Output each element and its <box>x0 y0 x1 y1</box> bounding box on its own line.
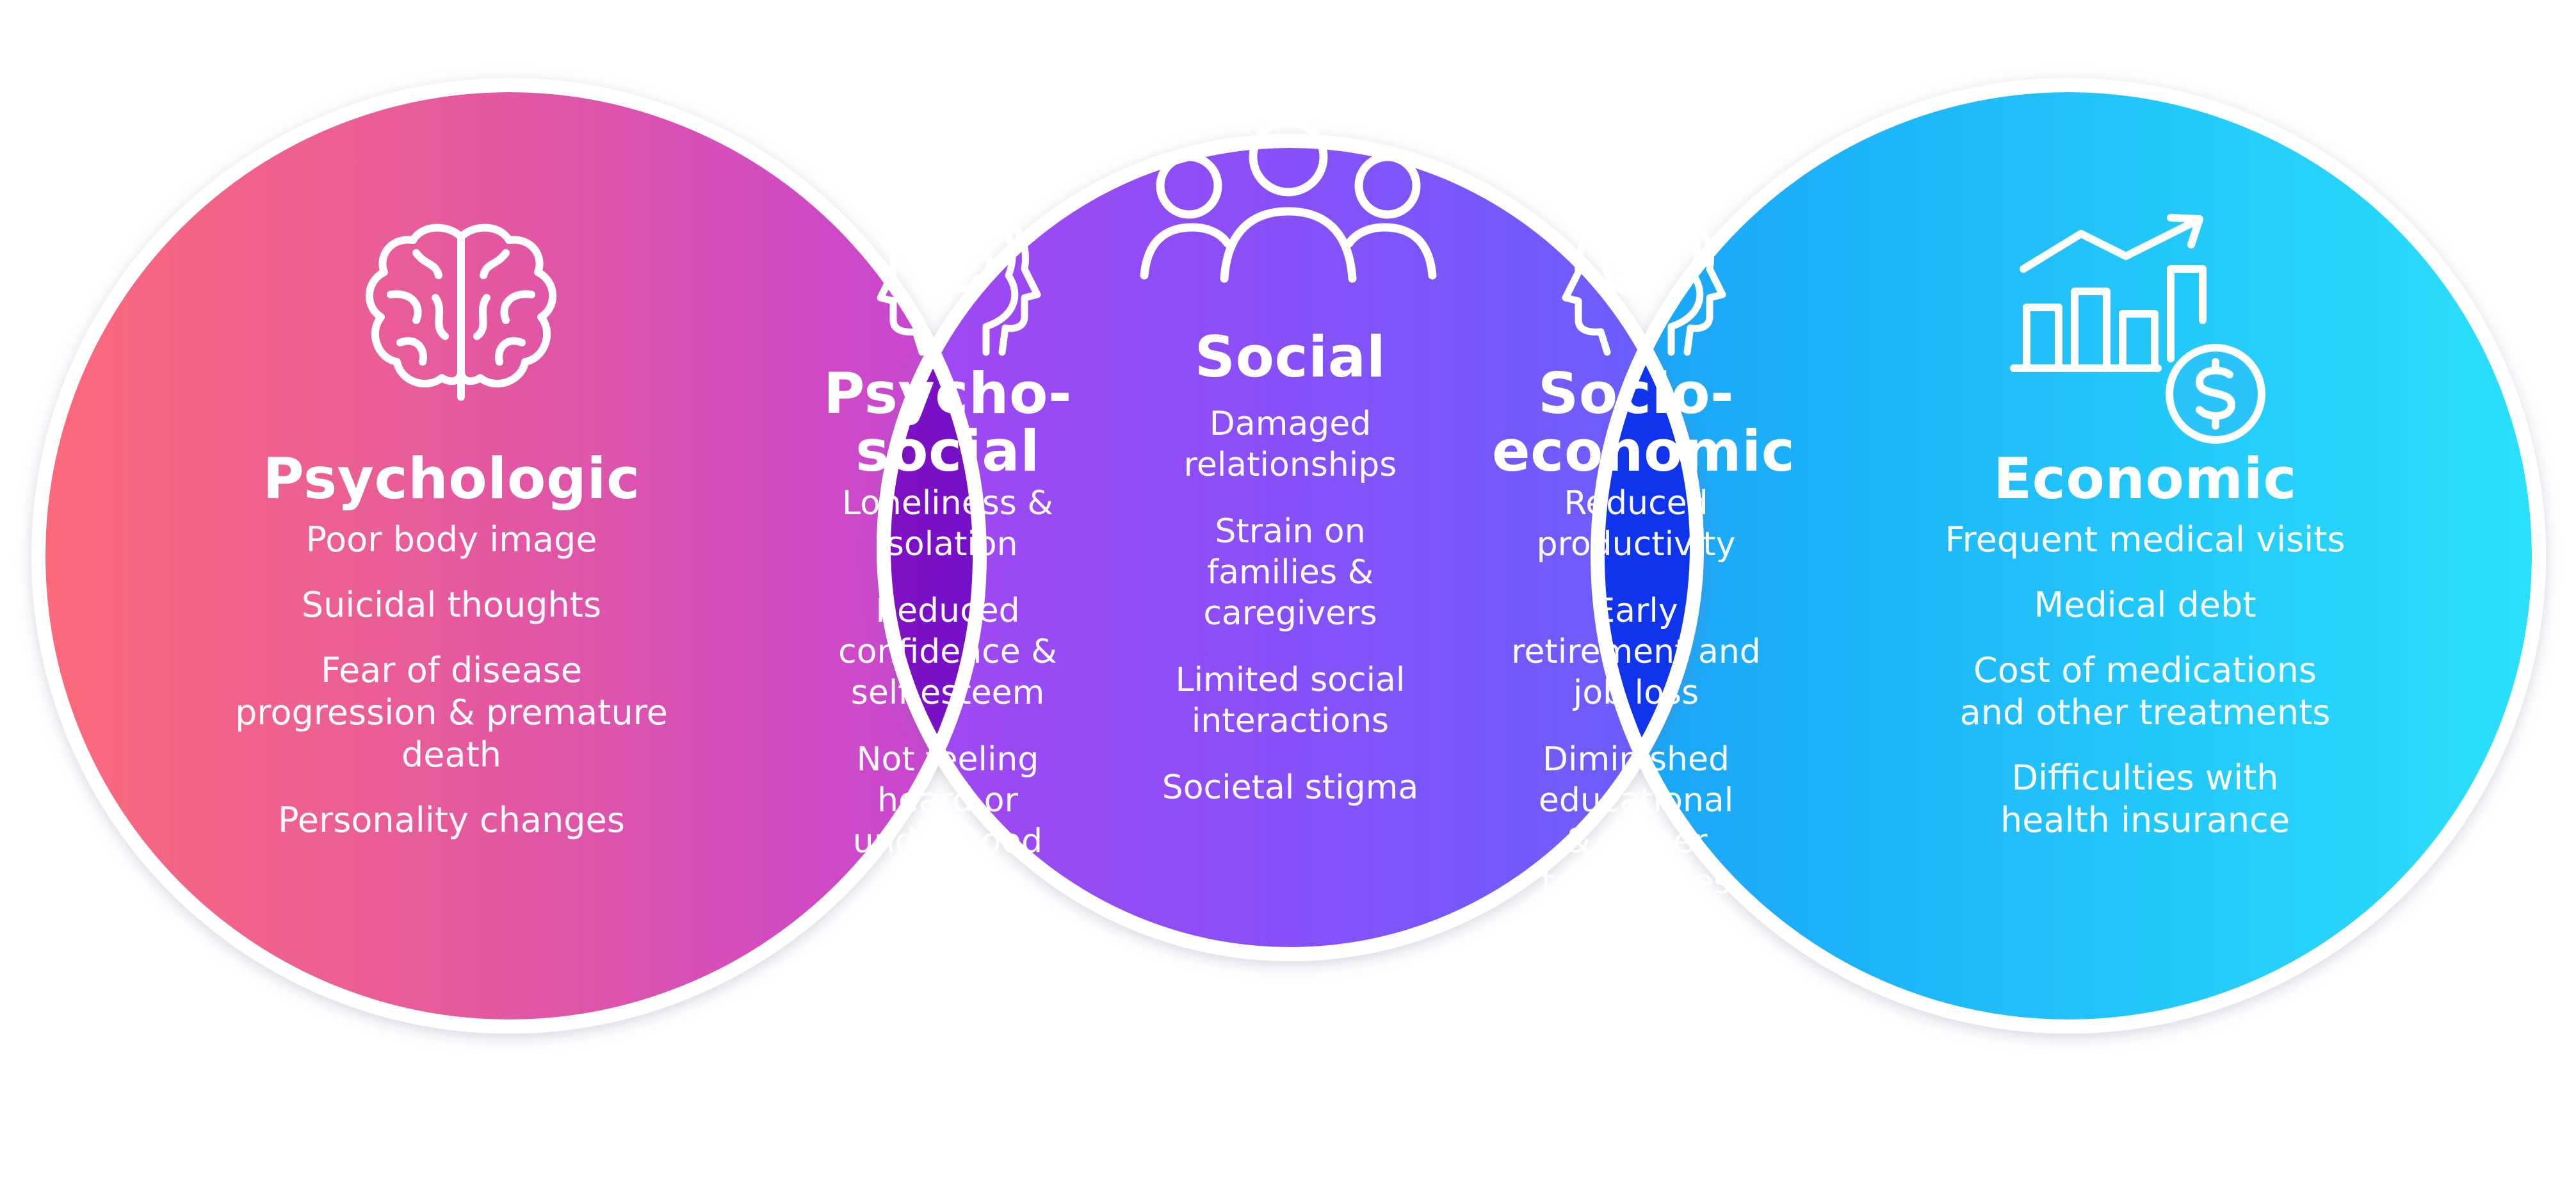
list-item: Frequent medical visits <box>1945 519 2345 560</box>
list-item: Loneliness & isolation <box>842 484 1053 564</box>
socioeconomic-title: Socio- economic <box>1492 365 1795 480</box>
socioeconomic-section: Socio- economic Reduced productivity Ear… <box>1492 365 1795 929</box>
list-item: Damaged relationships <box>1183 405 1397 484</box>
psychosocial-title-line1: Psycho- <box>823 361 1072 426</box>
economic-items: Frequent medical visits Medical debt Cos… <box>1905 519 2385 841</box>
venn-outlines <box>31 78 2546 1034</box>
social-section: Social Damaged relationships Strain on f… <box>1140 327 1441 834</box>
list-item: Reduced productivity <box>1536 484 1736 564</box>
list-item: Reduced confidence & self esteem <box>838 592 1057 712</box>
head-dollar-icon <box>1562 204 1726 356</box>
economic-title: Economic <box>1993 446 2297 512</box>
psychosocial-section: Psycho- social Loneliness & isolation Re… <box>813 365 1082 888</box>
list-item: Early retirement and job loss <box>1511 592 1761 712</box>
growth-chart-dollar-icon <box>2010 214 2265 444</box>
socioeconomic-title-line1: Socio- <box>1537 361 1735 426</box>
socioeconomic-items: Reduced productivity Early retirement an… <box>1492 483 1780 903</box>
psychologic-section: Psychologic Poor body image Suicidal tho… <box>221 448 682 864</box>
list-item: Suicidal thoughts <box>301 585 602 625</box>
psychologic-title: Psychologic <box>263 446 640 512</box>
list-item: Difficulties with health insurance <box>2000 758 2290 840</box>
economic-section: Economic Frequent medical visits Medical… <box>1905 448 2385 864</box>
list-item: Fear of disease progression & premature … <box>235 650 668 775</box>
social-items: Damaged relationships Strain on families… <box>1140 403 1441 808</box>
list-item: Diminished educational & career trajecto… <box>1538 740 1734 902</box>
list-item: Strain on families & caregivers <box>1203 512 1377 633</box>
people-group-icon <box>1140 117 1437 283</box>
psychosocial-title-line2: social <box>855 418 1040 484</box>
list-item: Cost of medications and other treatments <box>1959 650 2331 733</box>
socioeconomic-title-line2: economic <box>1492 418 1795 484</box>
list-item: Personality changes <box>278 800 625 840</box>
list-item: Societal stigma <box>1162 768 1419 807</box>
list-item: Medical debt <box>2034 585 2256 625</box>
list-item: Not feeling heard or understood <box>852 740 1043 861</box>
psychosocial-items: Loneliness & isolation Reduced confidenc… <box>813 483 1082 862</box>
social-title: Social <box>1194 324 1386 390</box>
psychosocial-title: Psycho- social <box>813 365 1082 480</box>
brain-icon <box>365 223 557 401</box>
psychologic-items: Poor body image Suicidal thoughts Fear o… <box>221 519 682 841</box>
list-item: Poor body image <box>305 519 597 560</box>
head-brain-icon <box>877 204 1041 356</box>
list-item: Limited social interactions <box>1175 661 1405 740</box>
